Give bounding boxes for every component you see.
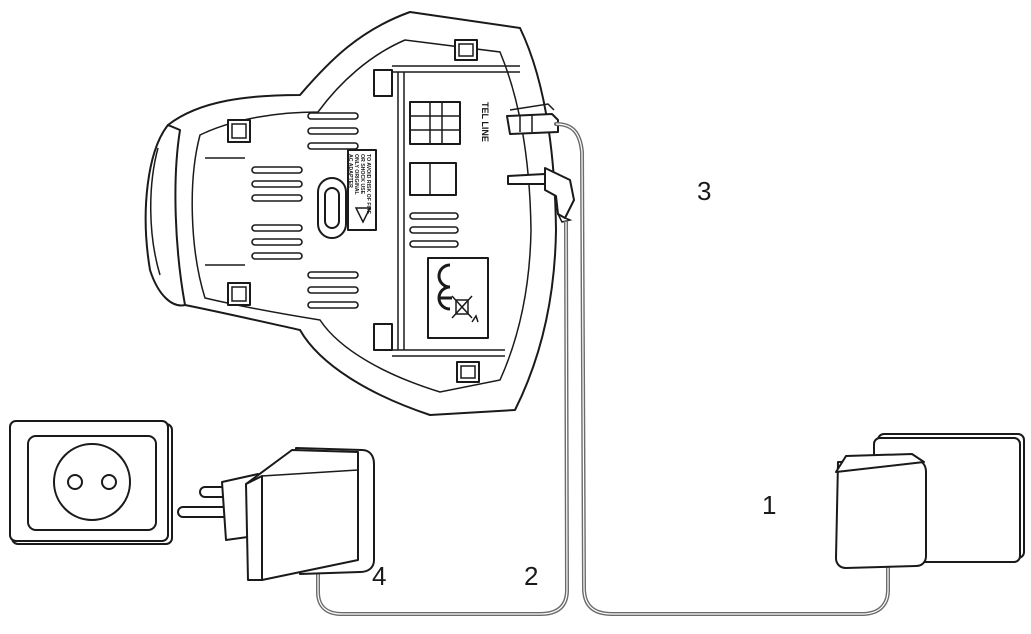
- power-socket: [409, 162, 457, 196]
- foot-top-right: [454, 39, 478, 61]
- warning-text: TO AVOID RISK OF FIRE OR SHOCK USE ONLY …: [347, 154, 371, 215]
- base-front-inner: [150, 147, 161, 276]
- svg-text:TO AVOID RISK OF FIRE: TO AVOID RISK OF FIRE: [365, 154, 371, 215]
- warning-triangle-icon: [354, 207, 372, 224]
- vent-slots: [251, 112, 459, 309]
- warning-label: [347, 149, 377, 231]
- compliance-label: [427, 257, 489, 339]
- dc-plug: [507, 167, 575, 223]
- wall-power-socket: [9, 420, 173, 545]
- foot-top-left: [227, 119, 251, 143]
- foot-bottom-right: [456, 361, 480, 383]
- latch-top: [373, 69, 393, 97]
- svg-text:AC ADAPTER: AC ADAPTER: [347, 154, 353, 188]
- latch-bottom: [373, 323, 393, 351]
- tel-line-socket: [409, 101, 461, 145]
- callout-1-phone-line: 1: [762, 490, 777, 520]
- base-station: TO AVOID RISK OF FIRE OR SHOCK USE ONLY …: [144, 11, 575, 416]
- base-inner-plate: [191, 39, 532, 393]
- foot-bottom-left: [227, 282, 251, 306]
- weee-bin-icon: [451, 295, 473, 319]
- svg-text:ONLY ORIGINAL: ONLY ORIGINAL: [353, 154, 359, 195]
- power-adapter: [177, 447, 375, 581]
- callout-2-power-cable: 2: [524, 561, 539, 591]
- wall-phone-jack: [835, 433, 1025, 569]
- callout-4-power-adapter: 4: [372, 561, 387, 591]
- svg-text:OR SHOCK USE: OR SHOCK USE: [359, 154, 365, 195]
- callout-3-base-station: 3: [697, 176, 712, 206]
- tel-line-label: TEL LINE: [480, 102, 490, 142]
